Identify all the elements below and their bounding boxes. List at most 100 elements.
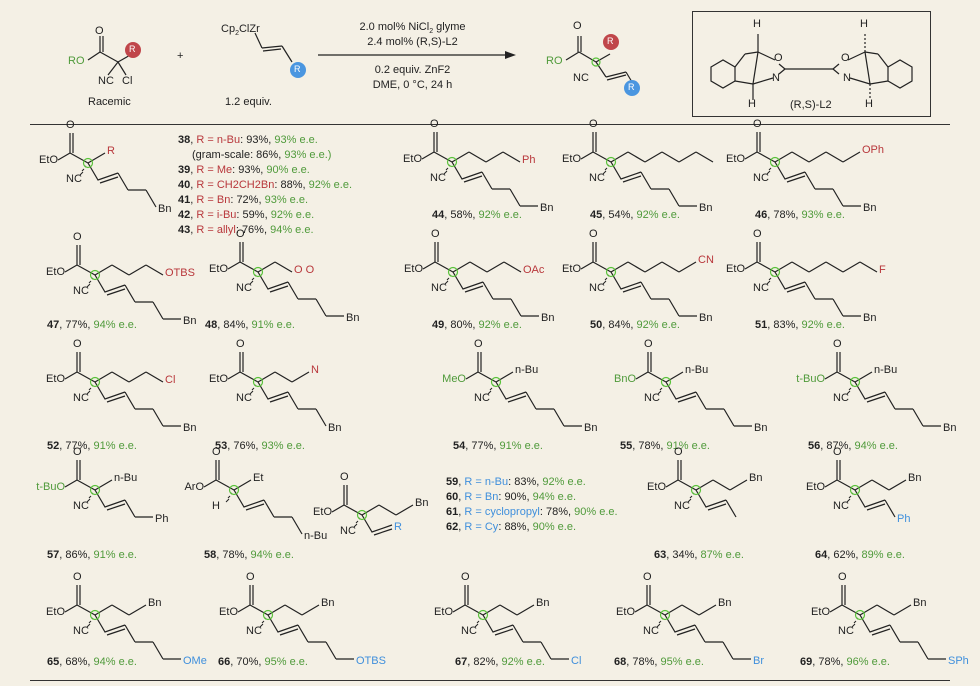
tail-label: Br [753,655,764,667]
ester-group: t-BuO [796,373,825,385]
stereocenter-marker [605,156,617,168]
compound-yield: 34% [672,549,695,561]
compound-ee: 93% e.e. [264,194,309,206]
compound-yield: 54% [608,209,631,221]
carbonyl-o: O [212,446,221,458]
compound-ee: 93% e.e. [274,134,318,146]
side-chain-label: n-Bu [874,364,898,376]
ligand-structure [710,34,913,100]
reactant-ester: RO [68,55,85,67]
side-chain-label: n-Bu [515,364,539,376]
product-o: O [573,20,582,32]
compound-ee: 93% e.e. [261,440,305,452]
compound-yield: 88% [280,179,303,191]
nitrile-group: NC [73,500,89,512]
r-group: R = cyclopropyl [464,506,540,518]
compound-number: 50 [590,319,603,331]
ligand-label: (R,S)-L2 [790,99,832,111]
tail-label: n-Bu [304,530,328,542]
molecule-skeleton [744,242,878,317]
molecule-skeleton [227,242,344,317]
nitrile-group: NC [73,392,89,404]
carbonyl-o: O [644,338,653,350]
reactant-nc: NC [98,75,114,87]
tail-label: Bn [943,422,957,434]
r-group: R = allyl [196,224,236,236]
nitrile-group: NC [838,625,854,637]
tail-label: Bn [183,422,197,434]
tail-label: OTBS [356,655,386,667]
stereocenter-marker [89,376,101,388]
tail-label: Ph [897,513,911,525]
compound-ee: 90% e.e. [266,164,310,176]
nitrile-group: NC [431,282,447,294]
r-group: R = n-Bu [196,134,241,146]
series-item: 61, R = cyclopropyl: 78%, 90% e.e. [446,506,618,518]
compound-caption: 57, 86%, 91% e.e. [47,549,137,561]
tail-label: Bn [863,312,877,324]
nitrile-group: NC [753,282,769,294]
molecule-skeleton [824,460,907,518]
nitrile-group: NC [236,282,252,294]
carbonyl-o: O [431,228,440,240]
r-group: R = Bn [196,194,231,206]
molecule-skeleton [57,133,157,208]
compound-ee: 93% e.e. [801,209,845,221]
stereocenter-marker [89,484,101,496]
compound-number: 56 [808,440,821,452]
compound-ee: 91% e.e. [93,549,137,561]
product-ester: RO [546,55,563,67]
nitrile-group: NC [589,282,605,294]
compound-ee: 91% e.e. [666,440,710,452]
compound-number: 66 [218,656,231,668]
compound-number: 65 [47,656,60,668]
ester-group: ArO [184,481,204,493]
compound-number: 59 [446,476,459,488]
compound-caption: 52, 77%, 91% e.e. [47,440,137,452]
compound-ee: 92% e.e. [542,476,586,488]
ester-group: EtO [562,263,581,275]
nitrile-group: NC [833,392,849,404]
tail-label: Bn [158,203,172,215]
nitrile-group: NC [833,500,849,512]
side-chain-label: R [107,145,115,157]
side-chain-label: Et [253,472,264,484]
compound-number: 67 [455,656,468,668]
compound-number: 61 [446,506,459,518]
carbonyl-o: O [674,446,683,458]
compound-caption: 50, 84%, 92% e.e. [590,319,680,331]
nitrile-group: NC [589,172,605,184]
side-chain-label: Bn [536,597,550,609]
compound-yield: 78% [222,549,245,561]
molecule-skeleton [64,352,181,427]
molecule-skeleton [422,242,539,317]
compound-yield: 80% [450,319,473,331]
ester-group: EtO [404,263,423,275]
molecule-skeleton [64,245,181,320]
carbonyl-o: O [643,571,652,583]
tail-label: Bn [584,422,598,434]
stereocenter-marker [659,609,671,621]
ester-group: EtO [562,153,581,165]
carbonyl-o: O [246,571,255,583]
compound-caption: 56, 87%, 94% e.e. [808,440,898,452]
side-chain-label: OTBS [165,267,195,279]
nitrile-group: H [212,500,220,512]
compound-yield: 68% [65,656,88,668]
series-item: 62, R = Cy: 88%, 90% e.e. [446,521,577,533]
compound-number: 46 [755,209,768,221]
ester-group: MeO [442,373,466,385]
tail-label: Bn [699,312,713,324]
ligand-box: H H H H O O N N (R,S)-L2 [692,11,931,117]
compound-number: 48 [205,319,218,331]
tail-label: OMe [183,655,207,667]
series-item: 39, R = Me: 93%, 90% e.e. [178,164,310,176]
nitrile-group: NC [674,500,690,512]
carbonyl-o: O [66,119,75,131]
compound-caption: 45, 54%, 92% e.e. [590,209,680,221]
compound-caption: 65, 68%, 94% e.e. [47,656,137,668]
nitrile-group: NC [246,625,262,637]
nitrile-group: NC [73,625,89,637]
compound-number: 45 [590,209,603,221]
molecule-skeleton [331,485,414,536]
